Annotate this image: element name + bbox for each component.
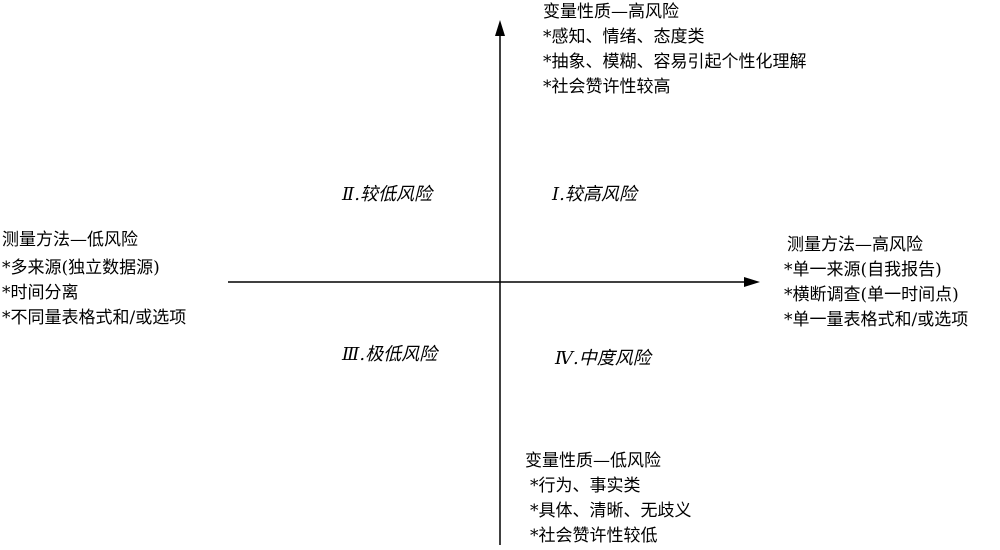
left-item: *多来源(独立数据源)	[2, 258, 160, 278]
right-item: *横断调查(单一时间点)	[784, 285, 959, 305]
right-block: 测量方法—高风险 *单一来源(自我报告) *横断调查(单一时间点) *单一量表格…	[784, 233, 968, 333]
bottom-title: 变量性质—低风险	[525, 451, 661, 471]
bottom-item: *行为、事实类	[530, 476, 641, 496]
quadrant-4-label: Ⅳ.中度风险	[555, 348, 651, 369]
bottom-item: *具体、清晰、无歧义	[530, 501, 692, 521]
right-item: *单一来源(自我报告)	[784, 260, 942, 280]
top-item: *抽象、模糊、容易引起个性化理解	[543, 52, 807, 72]
left-item: *不同量表格式和/或选项	[2, 308, 187, 328]
quadrant-2-label: Ⅱ.较低风险	[342, 184, 432, 205]
right-item: *单一量表格式和/或选项	[784, 310, 969, 330]
quadrant-3-label: Ⅲ.极低风险	[342, 344, 438, 365]
bottom-item: *社会赞许性较低	[530, 526, 658, 546]
left-title: 测量方法—低风险	[2, 230, 138, 250]
bottom-block: 变量性质—低风险 *行为、事实类 *具体、清晰、无歧义 *社会赞许性较低	[525, 449, 692, 549]
top-block: 变量性质—高风险 *感知、情绪、态度类 *抽象、模糊、容易引起个性化理解 *社会…	[543, 0, 807, 100]
vertical-arrow-icon	[495, 20, 505, 36]
top-item: *社会赞许性较高	[543, 77, 671, 97]
left-block: 测量方法—低风险 *多来源(独立数据源) *时间分离 *不同量表格式和/或选项	[2, 228, 186, 331]
left-item: *时间分离	[2, 283, 79, 303]
horizontal-arrow-icon	[744, 277, 760, 287]
quadrant-1-label: Ⅰ.较高风险	[552, 184, 637, 205]
top-title: 变量性质—高风险	[543, 2, 679, 22]
top-item: *感知、情绪、态度类	[543, 27, 705, 47]
right-title: 测量方法—高风险	[787, 235, 923, 255]
